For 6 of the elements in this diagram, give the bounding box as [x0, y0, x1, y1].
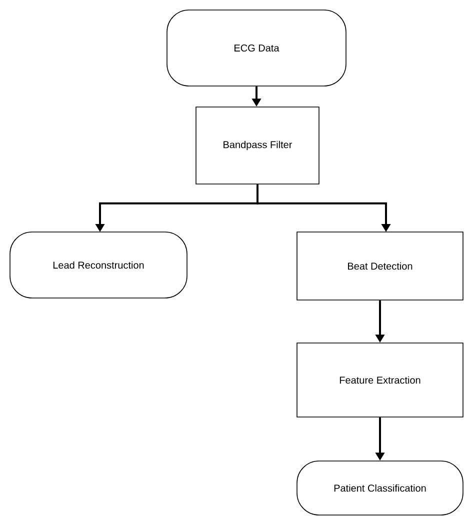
- rounded-box: ECG Data: [166, 10, 346, 86]
- process-box: Feature Extraction: [296, 342, 464, 418]
- process-box: Bandpass Filter: [196, 106, 320, 184]
- rounded-box: Lead Reconstruction: [10, 232, 188, 298]
- process-box: Beat Detection: [296, 232, 464, 300]
- rounded-box: Patient Classification: [296, 460, 464, 516]
